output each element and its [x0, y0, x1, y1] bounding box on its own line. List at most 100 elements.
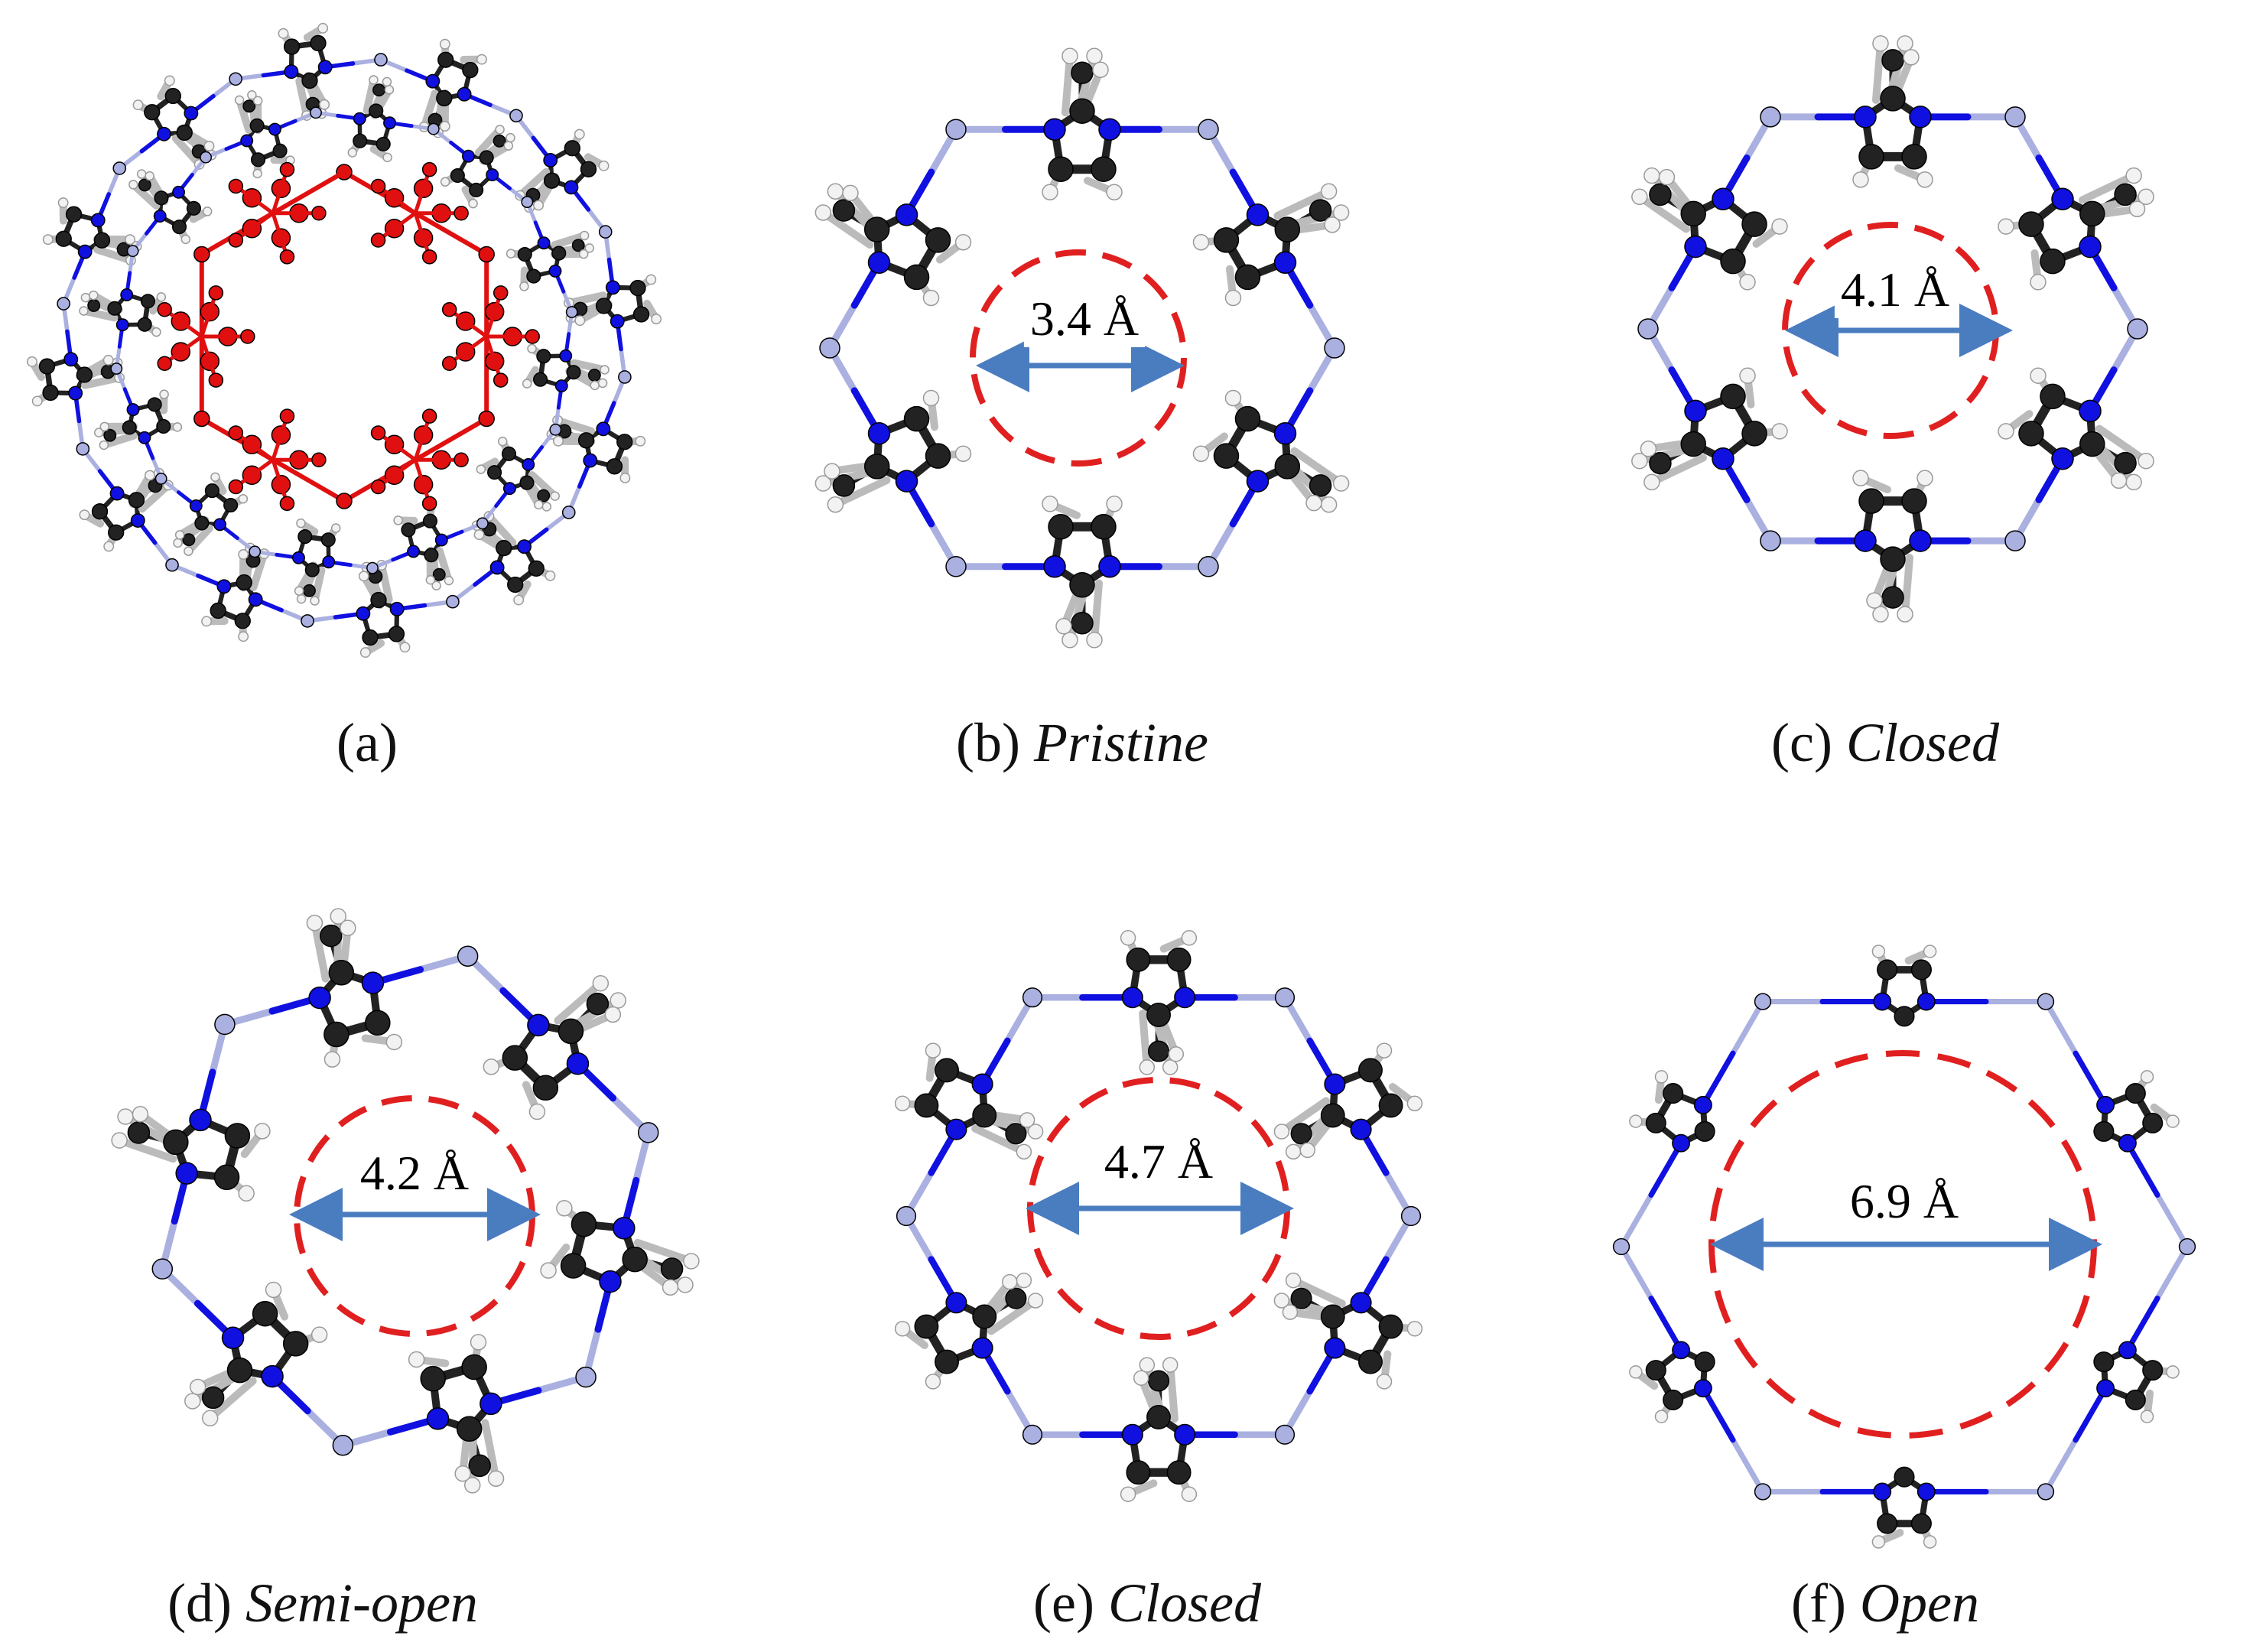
- bond: [2073, 1385, 2108, 1443]
- nitrogen-atom: [184, 106, 199, 121]
- caption-f-letter: (f): [1791, 1572, 1846, 1634]
- hydrogen-atom: [42, 234, 54, 246]
- nitrogen-atom: [1684, 235, 1707, 259]
- hydrogen-atom: [814, 204, 832, 221]
- caption-c: (c) Closed: [1771, 712, 2000, 773]
- zinc-atom: [1760, 106, 1781, 128]
- nitrogen-atom: [109, 486, 125, 501]
- bond: [1166, 1361, 1179, 1423]
- bond: [99, 431, 138, 449]
- bond: [819, 208, 874, 249]
- carbon-atom: [935, 1349, 959, 1374]
- carbon-atom: [250, 152, 266, 167]
- bond: [1618, 1192, 1654, 1250]
- hydrogen-atom: [1629, 1114, 1643, 1128]
- bond: [564, 291, 607, 307]
- hydrogen-atom: [294, 586, 304, 596]
- highlight-atom: [370, 178, 386, 194]
- zinc-atom: [165, 558, 179, 572]
- carbon-atom: [1877, 1513, 1898, 1534]
- hydrogen-atom: [444, 575, 454, 586]
- highlight-atom: [279, 249, 295, 265]
- carbon-atom: [616, 434, 633, 450]
- hydrogen-atom: [99, 421, 110, 432]
- hydrogen-atom: [1376, 1042, 1393, 1059]
- highlight-atom: [370, 233, 386, 248]
- hydrogen-atom: [522, 379, 532, 389]
- bond: [1901, 554, 1913, 619]
- carbon-atom: [1858, 488, 1884, 514]
- hydrogen-atom: [1658, 168, 1676, 186]
- carbon-atom: [468, 1454, 491, 1478]
- hydrogen-atom: [382, 76, 392, 87]
- bond: [233, 211, 275, 242]
- panel-a: (a): [26, 22, 662, 773]
- zinc-atom: [446, 594, 460, 609]
- nitrogen-atom: [2079, 399, 2102, 423]
- hydrogen-atom: [464, 1477, 481, 1494]
- carbon-atom: [1147, 1040, 1170, 1062]
- zinc-atom: [2178, 1237, 2196, 1256]
- hydrogen-atom: [527, 343, 537, 354]
- carbon-atom: [1146, 1003, 1171, 1027]
- carbon-atom: [903, 264, 930, 291]
- molecule-a: [26, 22, 662, 659]
- carbon-atom: [369, 103, 384, 119]
- zinc-atom: [214, 1013, 236, 1036]
- carbon-atom: [935, 1058, 959, 1083]
- nitrogen-atom: [895, 203, 918, 226]
- carbon-atom: [424, 548, 439, 563]
- hydrogen-atom: [2128, 200, 2146, 217]
- nitrogen-atom: [1350, 1118, 1372, 1140]
- carbon-atom: [1645, 1112, 1666, 1133]
- carbon-atom: [1910, 959, 1932, 980]
- hydrogen-atom: [1086, 47, 1103, 64]
- carbon-atom: [1126, 947, 1151, 972]
- hydrogen-atom: [296, 518, 306, 528]
- hydrogen-atom: [1640, 441, 1657, 457]
- hydrogen-atom: [2166, 1114, 2180, 1128]
- highlight-atom: [493, 372, 509, 388]
- carbon-atom: [1071, 612, 1094, 635]
- caption-f: (f) Open: [1791, 1572, 1979, 1634]
- carbon-atom: [297, 529, 313, 545]
- nitrogen-atom: [559, 349, 573, 363]
- carbon-atom: [2040, 383, 2066, 410]
- hydrogen-atom: [1133, 1370, 1149, 1386]
- carbon-atom: [606, 458, 623, 475]
- hydrogen-atom: [1631, 188, 1648, 206]
- bond: [362, 76, 378, 115]
- hydrogen-atom: [1086, 632, 1103, 649]
- carbon-atom: [1901, 488, 1927, 514]
- nitrogen-atom: [1712, 187, 1734, 211]
- carbon-atom: [914, 1314, 939, 1339]
- carbon-atom: [301, 72, 318, 89]
- carbon-atom: [138, 178, 151, 192]
- nitrogen-atom: [389, 601, 405, 616]
- hydrogen-atom: [2125, 473, 2142, 491]
- nitrogen-atom: [502, 482, 516, 496]
- carbon-atom: [461, 1354, 487, 1380]
- zinc-atom: [301, 614, 314, 628]
- hydrogen-atom: [1162, 1357, 1179, 1373]
- hydrogen-atom: [1168, 1046, 1185, 1062]
- hydrogen-atom: [528, 1103, 546, 1120]
- pore-label-c: 4.1 Å: [1841, 262, 1949, 317]
- highlight-atom: [421, 161, 437, 177]
- carbon-atom: [55, 230, 72, 247]
- nitrogen-atom: [1121, 1423, 1143, 1446]
- caption-b: (b) Pristine: [956, 712, 1208, 773]
- bond: [485, 512, 517, 547]
- nitrogen-atom: [543, 153, 558, 167]
- bond: [271, 414, 289, 462]
- bond: [233, 184, 275, 216]
- carbon-atom: [528, 560, 545, 577]
- hydrogen-atom: [597, 378, 608, 389]
- carbon-atom: [224, 1123, 251, 1149]
- nitrogen-atom: [596, 421, 611, 437]
- carbon-atom: [1005, 1123, 1027, 1145]
- hydrogen-atom: [590, 380, 600, 391]
- nitrogen-atom: [486, 168, 499, 182]
- carbon-atom: [87, 299, 101, 312]
- carbon-atom: [1720, 248, 1746, 275]
